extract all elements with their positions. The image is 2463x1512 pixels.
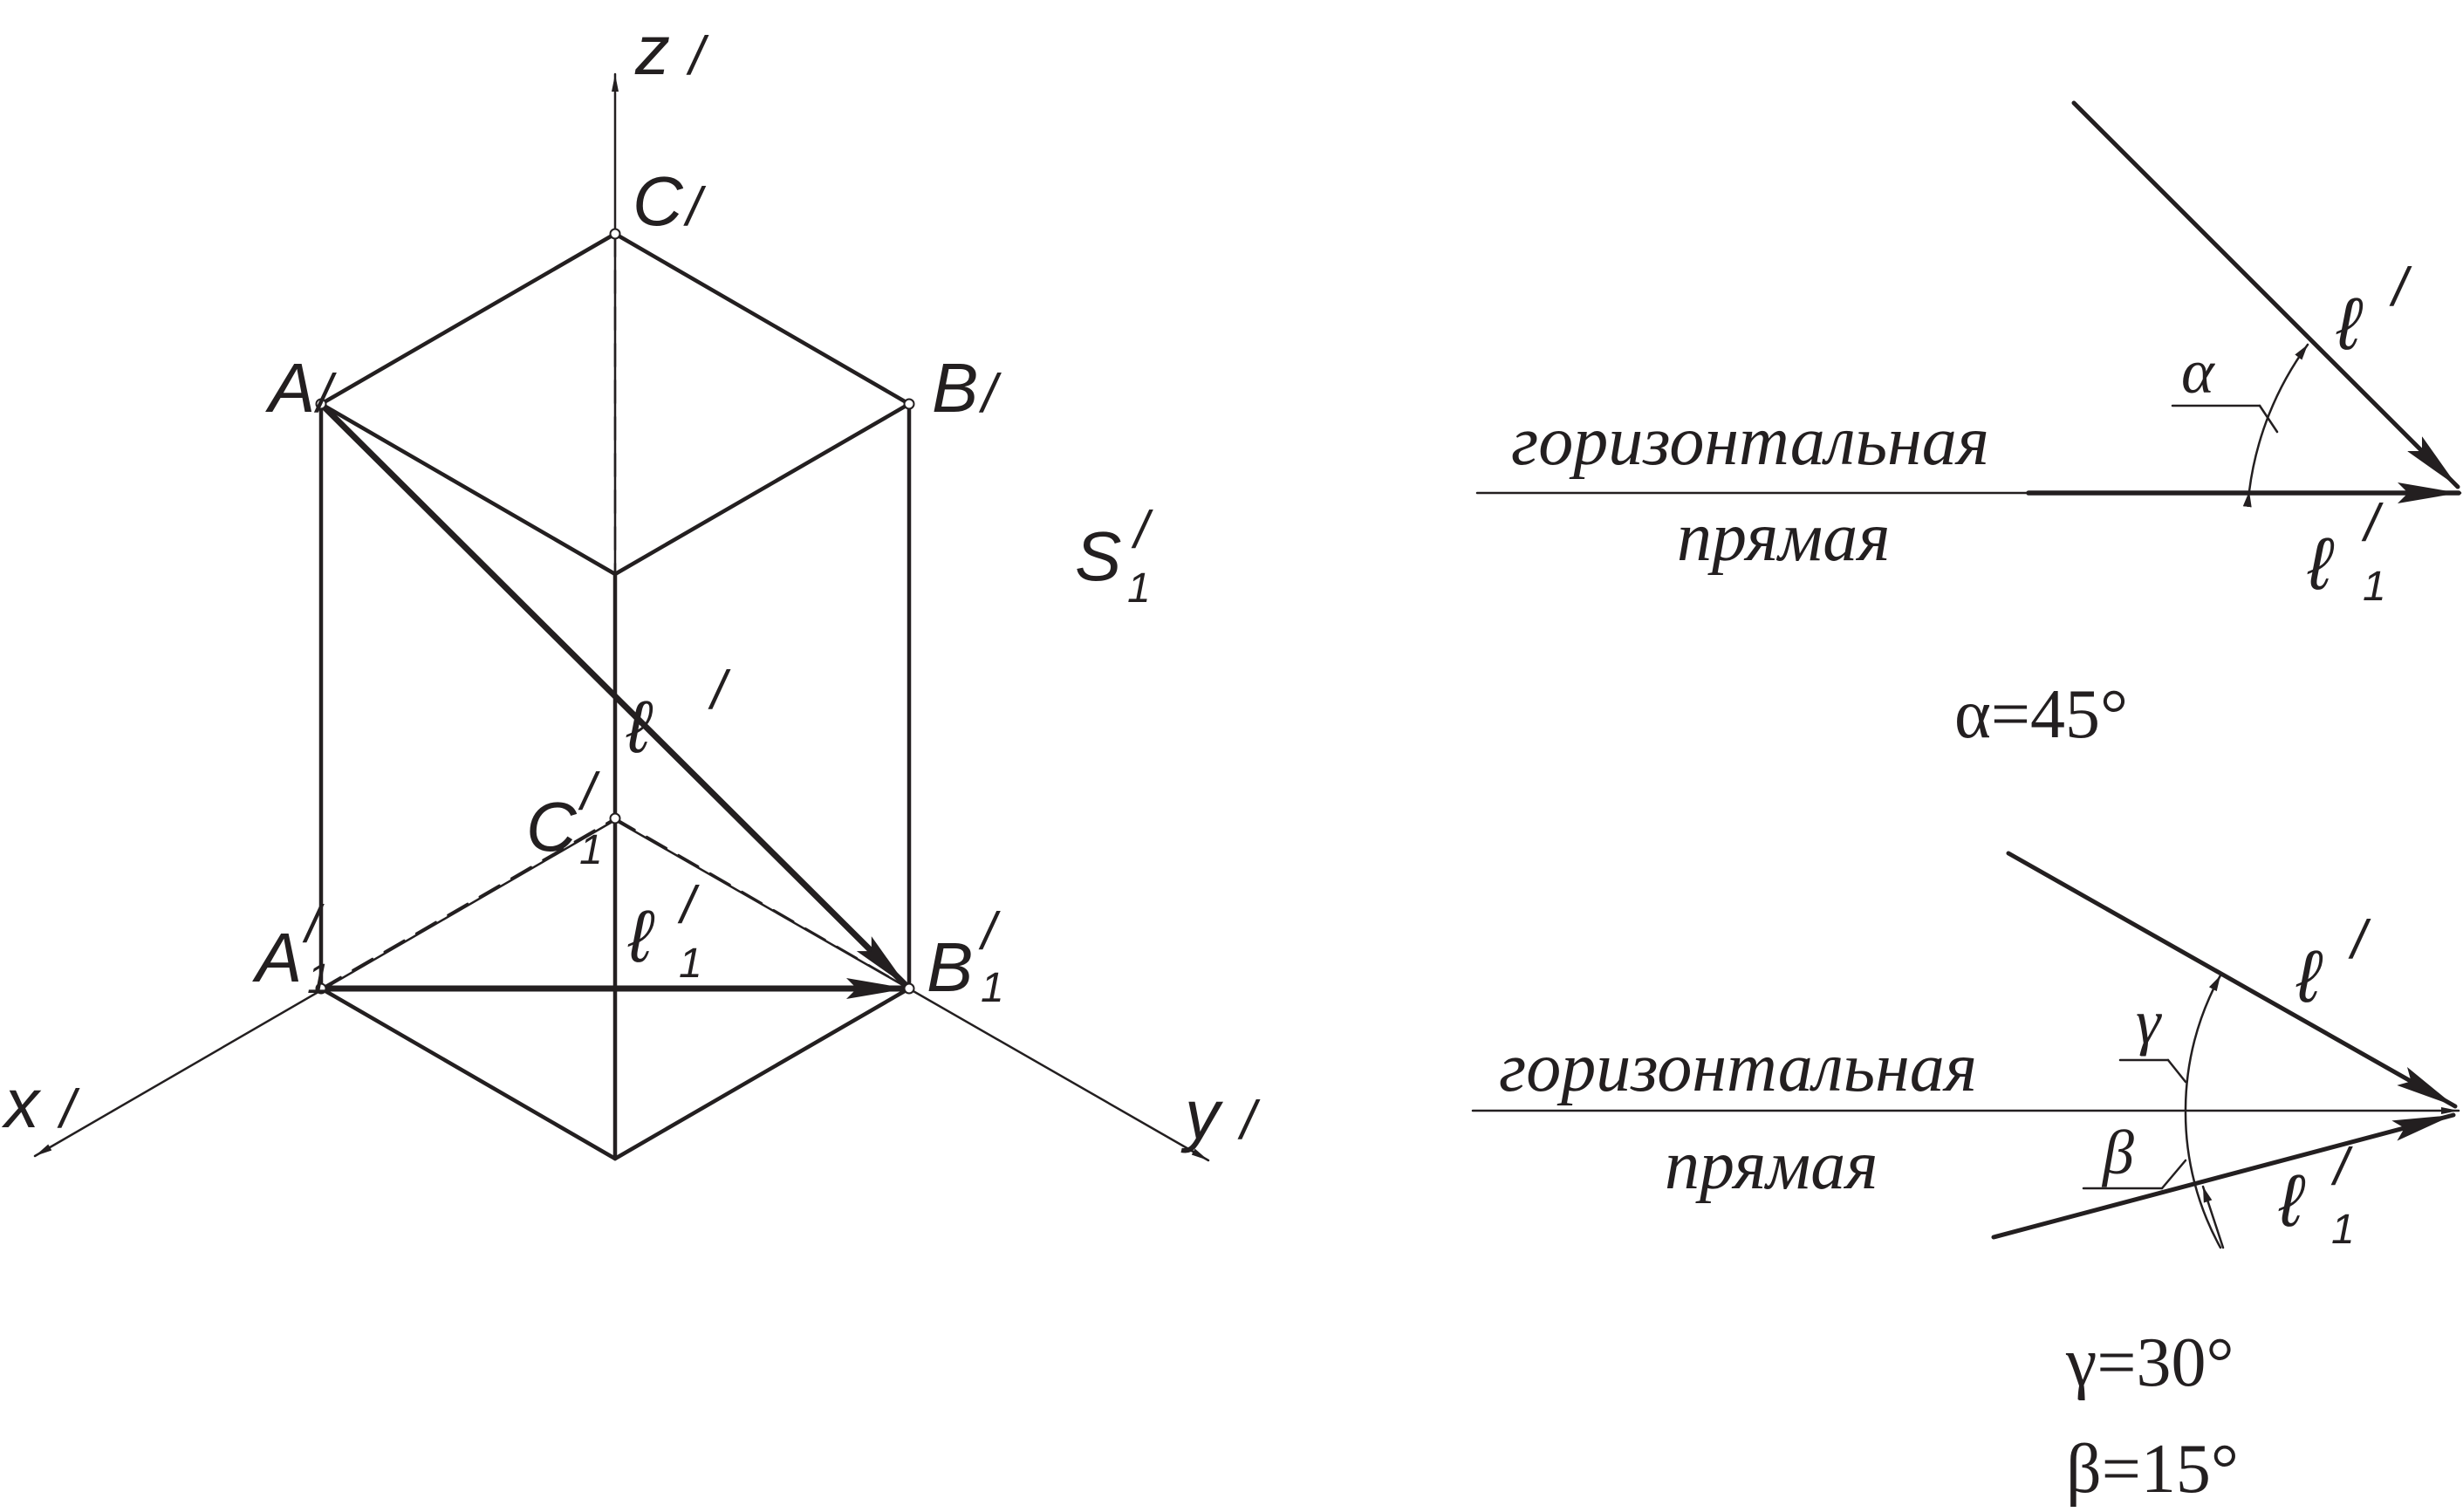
plane-label: S xyxy=(1075,517,1121,595)
angle-alpha-arc xyxy=(2242,343,2309,508)
line-l-bottom-prime: / xyxy=(2348,910,2371,970)
point-b-label: B/ xyxy=(932,349,1002,427)
angle-gamma-leader-tick xyxy=(2166,1058,2187,1084)
angle-beta-symbol: β xyxy=(2101,1118,2134,1187)
line-l-top-label: ℓ xyxy=(2336,283,2363,365)
line-l-bottom-label: ℓ xyxy=(2295,935,2323,1017)
angle-alpha-figure: α горизонтальная прямая ℓ / ℓ / 1 α=45° xyxy=(1475,100,2462,753)
point-a-label: A/ xyxy=(265,349,337,427)
point-c1-label: C xyxy=(526,788,578,865)
line-l1-prime: / xyxy=(677,876,700,934)
x-axis-label: x/ xyxy=(1,1064,80,1142)
line-l xyxy=(318,400,911,990)
plane-label-sub: 1 xyxy=(1127,565,1151,612)
hidden-edge-a1-c1 xyxy=(319,817,617,990)
horizontal-label-bottom-1: горизонтальная xyxy=(1499,1030,1977,1106)
point-a1 xyxy=(315,982,327,995)
horizontal-label-top-2: прямая xyxy=(1677,499,1890,576)
angle-beta-arrow xyxy=(2201,1185,2225,1249)
z-axis-label: z/ xyxy=(634,11,709,89)
angle-gamma-beta-figure: γ β горизонтальная прямая ℓ / ℓ / 1 γ=30… xyxy=(1471,851,2460,1508)
point-b1 xyxy=(903,982,915,995)
angle-gamma-value: γ=30° xyxy=(2065,1324,2234,1401)
plane-label-prime: / xyxy=(1131,501,1153,559)
y-axis-label: y/ xyxy=(1180,1076,1261,1153)
point-c-label: C/ xyxy=(633,162,707,240)
line-l1-label: ℓ xyxy=(627,895,654,977)
point-c xyxy=(609,228,621,240)
point-a1-sub: 1 xyxy=(307,956,331,1002)
angle-alpha-leader-tick xyxy=(2258,404,2279,434)
line-l-bottom xyxy=(2006,851,2458,1109)
bottom-edge-right xyxy=(612,986,912,1161)
line-l-label: ℓ xyxy=(626,686,653,768)
line-l1-sub: 1 xyxy=(679,941,702,987)
line-l1-bottom-prime: / xyxy=(2330,1138,2353,1196)
hidden-edge-c1-b1 xyxy=(613,817,911,990)
line-l1-top-prime: / xyxy=(2361,494,2384,552)
angle-beta-value: β=15° xyxy=(2066,1431,2239,1508)
line-l1-top-label: ℓ xyxy=(2307,523,2334,605)
bottom-edge-left xyxy=(318,986,618,1161)
horizontal-label-bottom-2: прямая xyxy=(1665,1127,1878,1204)
point-b1-prime: / xyxy=(978,902,1001,961)
angle-alpha-symbol: α xyxy=(2181,337,2215,407)
line-l1-bottom-sub: 1 xyxy=(2331,1207,2355,1253)
line-l-top xyxy=(2071,100,2460,489)
line-l1-bottom-label: ℓ xyxy=(2278,1160,2305,1242)
line-l-prime: / xyxy=(708,660,731,721)
horizontal-label-top-1: горизонтальная xyxy=(1511,403,1989,480)
point-b xyxy=(903,398,915,410)
point-a1-label: A xyxy=(252,919,302,996)
projection-l1-bottom xyxy=(1991,1112,2456,1240)
point-a xyxy=(315,398,327,410)
angle-alpha-value: α=45° xyxy=(1954,676,2128,753)
angle-beta-arc xyxy=(2184,1111,2222,1249)
point-c1-prime: / xyxy=(578,763,600,821)
angle-beta-leader-tick xyxy=(2160,1159,2187,1190)
angle-gamma-symbol: γ xyxy=(2136,987,2162,1057)
point-c1-sub: 1 xyxy=(579,827,603,873)
isometric-prism-figure: z/ x/ y/ C/ A/ B/ C / 1 A / 1 B / 1 S / … xyxy=(1,11,1261,1162)
line-l1-top-sub: 1 xyxy=(2363,564,2386,610)
point-b1-label: B xyxy=(927,928,973,1006)
point-b1-sub: 1 xyxy=(981,965,1004,1011)
point-c1 xyxy=(609,812,621,824)
angle-gamma-arc xyxy=(2184,974,2222,1112)
line-l-top-prime: / xyxy=(2389,257,2412,318)
